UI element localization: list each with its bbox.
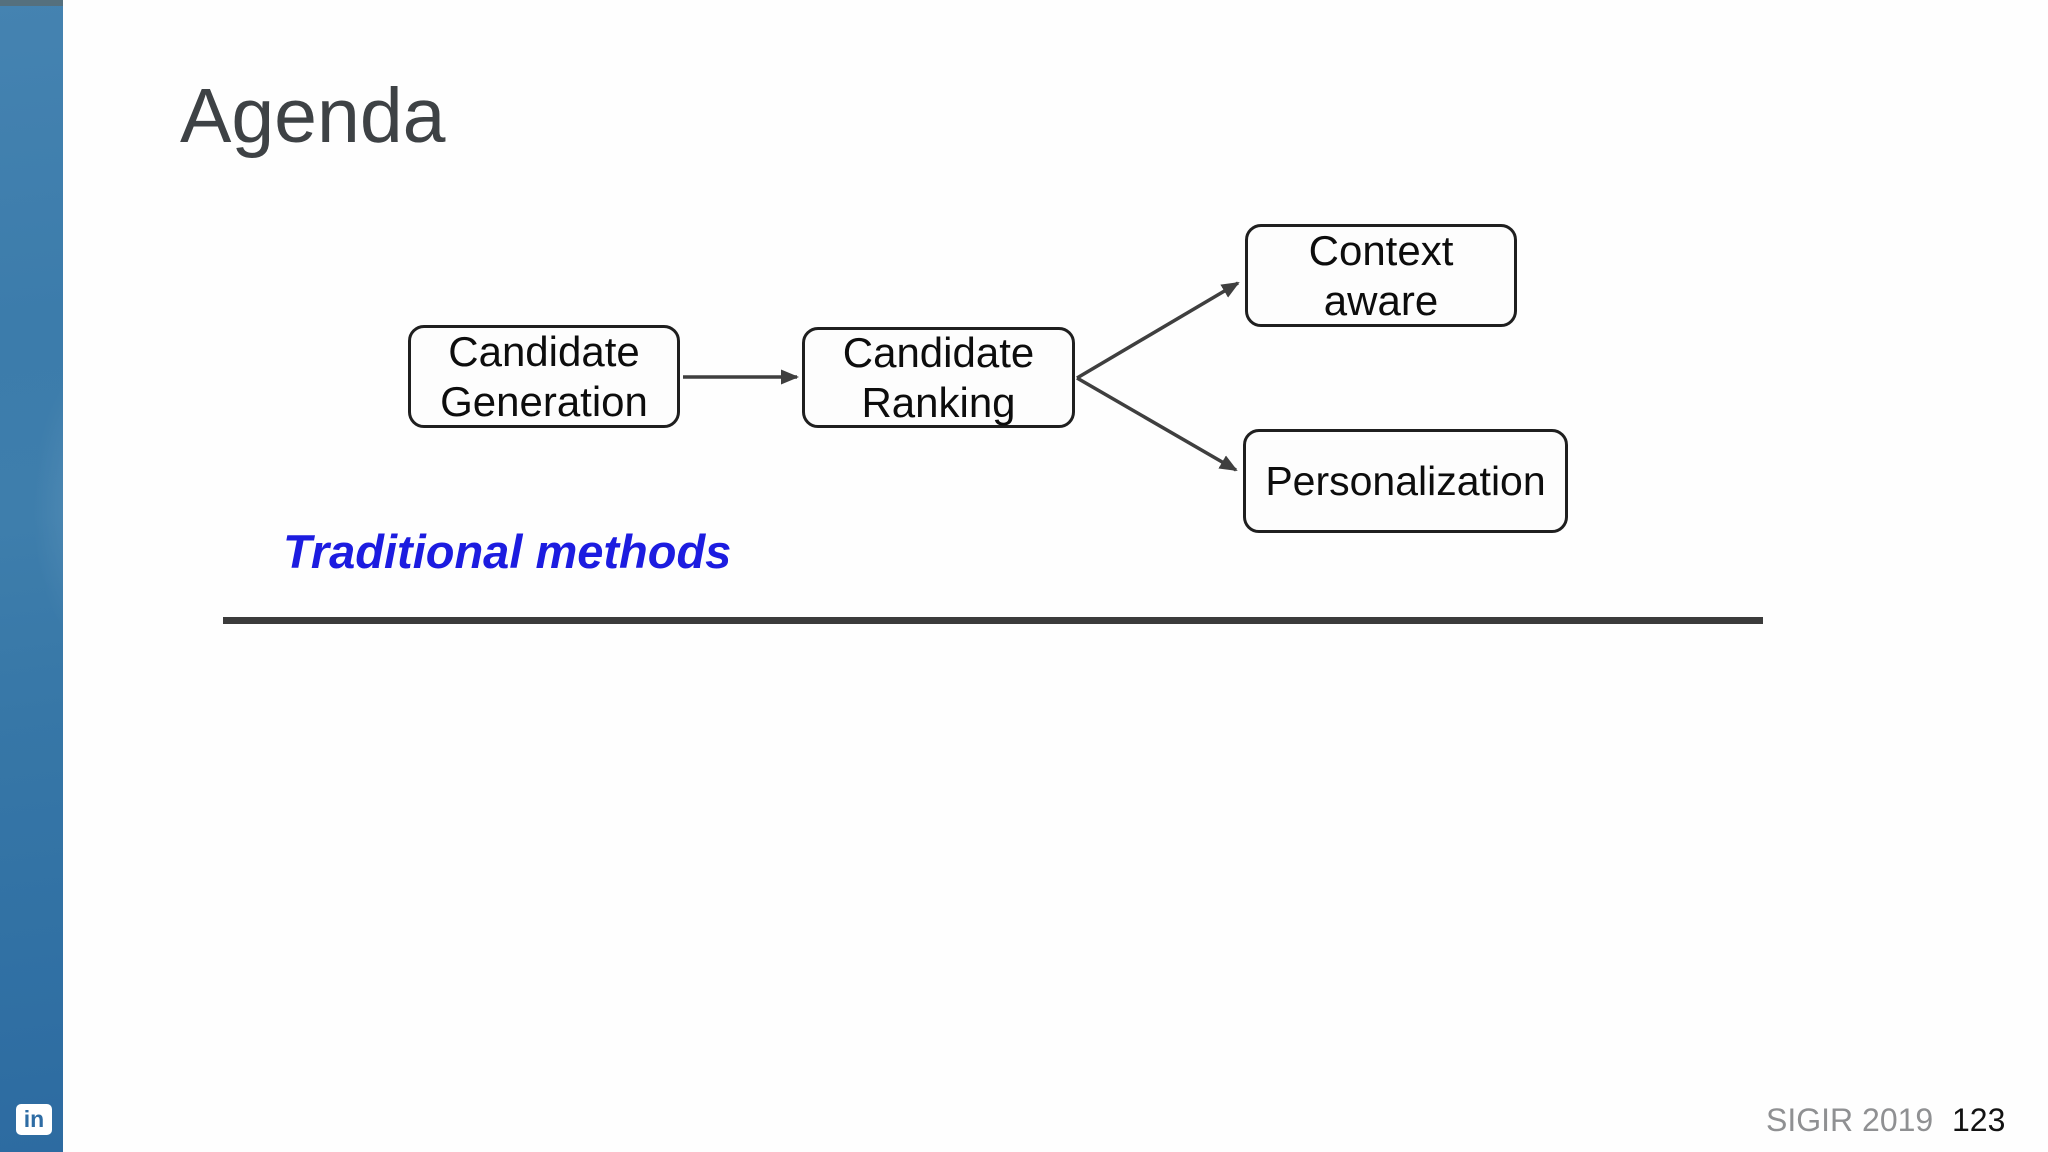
section-divider-line	[223, 617, 1763, 624]
traditional-methods-label: Traditional methods	[283, 525, 732, 578]
linkedin-icon: in	[16, 1104, 52, 1135]
node-personalization: Personalization	[1243, 429, 1568, 533]
node-label-line: aware	[1323, 276, 1439, 324]
sidebar-accent-bar	[0, 0, 63, 1152]
sidebar-top-edge	[0, 0, 63, 6]
node-label-line: Generation	[440, 377, 648, 425]
footer-conference-label: SIGIR 2019	[1766, 1102, 1934, 1138]
edge-ranking-to-context-aware	[1076, 281, 1240, 380]
footer-page-number: 123	[1952, 1102, 2006, 1138]
edge-ranking-to-personalization	[1076, 376, 1238, 472]
node-label-line: Ranking	[861, 378, 1016, 426]
linkedin-icon-text: in	[23, 1106, 45, 1132]
node-candidate-generation: Candidate Generation	[408, 325, 680, 428]
node-context-aware: Context aware	[1245, 224, 1517, 327]
slide-title: Agenda	[180, 73, 446, 159]
node-candidate-ranking: Candidate Ranking	[802, 327, 1075, 428]
node-label-line: Candidate	[448, 327, 640, 375]
node-label-line: Context	[1308, 226, 1454, 274]
node-label-line: Personalization	[1265, 457, 1546, 504]
node-label-line: Candidate	[842, 328, 1035, 376]
